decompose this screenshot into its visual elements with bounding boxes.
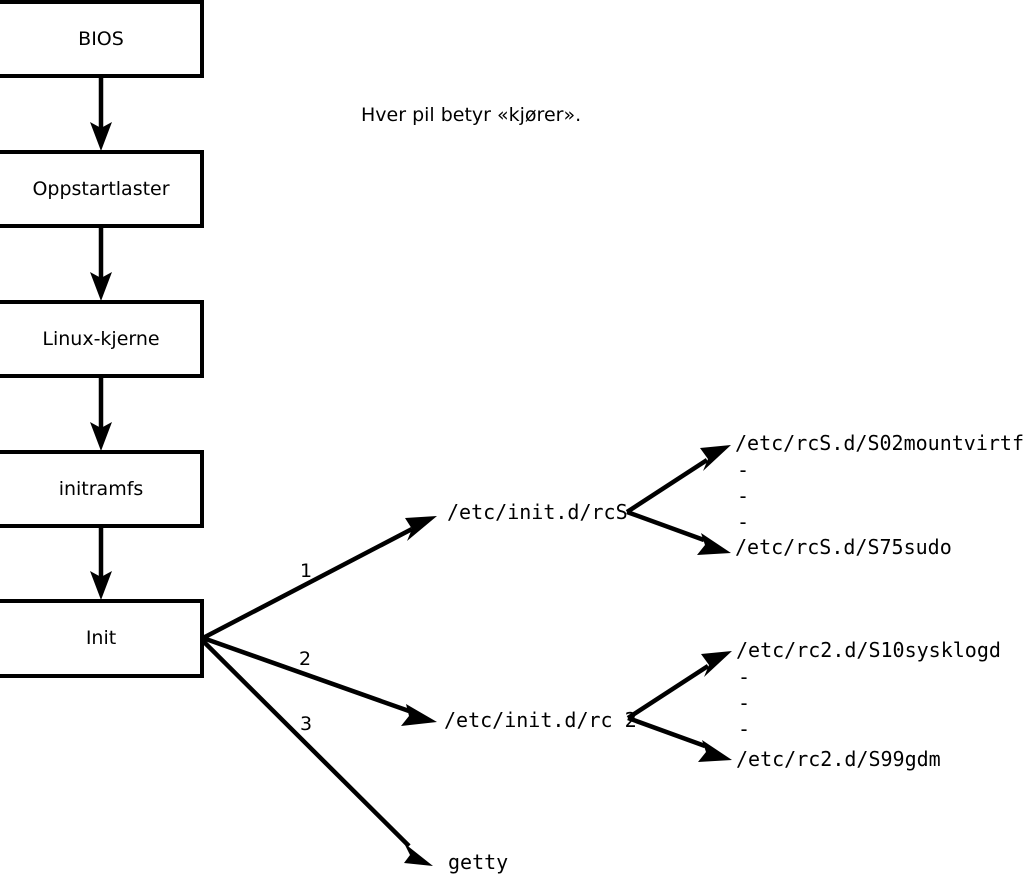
arrow-init-branch-2	[202, 635, 437, 726]
diagram-note: Hver pil betyr «kjører».	[361, 104, 581, 126]
node-kernel-rect	[0, 300, 204, 378]
node-init-label: Init	[86, 627, 116, 649]
rcs-script-ellipsis-2: -	[737, 484, 749, 508]
rc2-script-first: /etc/rc2.d/S10sysklogd	[736, 638, 1001, 662]
node-rc2-label[interactable]: /etc/init.d/rc 2	[444, 708, 637, 732]
node-bios-label: BIOS	[78, 28, 124, 50]
node-init[interactable]: Init	[0, 599, 204, 678]
rc2-script-ellipsis-2: -	[738, 691, 750, 715]
arrow-bios-to-bootloader	[90, 76, 112, 151]
node-bootloader-rect	[0, 150, 204, 228]
rcs-script-ellipsis-3: -	[737, 510, 749, 534]
node-bios[interactable]: BIOS	[0, 0, 204, 78]
arrow-initramfs-to-init	[90, 526, 112, 600]
node-bios-rect	[0, 0, 204, 78]
arrow-kernel-to-initramfs	[90, 376, 112, 451]
arrow-init-branch-3	[201, 639, 433, 866]
arrow-rc2-to-last-script	[627, 715, 732, 762]
rcs-script-last: /etc/rcS.d/S75sudo	[735, 535, 952, 559]
rcs-script-ellipsis-1: -	[737, 458, 749, 482]
node-init-rect	[0, 599, 204, 678]
rc2-script-ellipsis-1: -	[738, 665, 750, 689]
arrow-init-branch-1	[201, 516, 437, 640]
rc2-script-ellipsis-3: -	[738, 717, 750, 741]
node-initramfs[interactable]: initramfs	[0, 450, 204, 528]
node-getty-label[interactable]: getty	[448, 850, 508, 874]
branch-number-2: 2	[299, 648, 311, 670]
node-initramfs-label: initramfs	[59, 478, 144, 500]
rc2-script-last: /etc/rc2.d/S99gdm	[736, 747, 941, 771]
branch-number-1: 1	[300, 560, 312, 582]
node-kernel[interactable]: Linux-kjerne	[0, 300, 204, 378]
rcs-script-first: /etc/rcS.d/S02mountvirtfs	[735, 431, 1024, 455]
arrow-rcs-to-first-script	[625, 445, 731, 514]
node-bootloader[interactable]: Oppstartlaster	[0, 150, 204, 228]
node-kernel-label: Linux-kjerne	[42, 328, 159, 350]
arrow-bootloader-to-kernel	[90, 226, 112, 301]
arrow-rcs-to-last-script	[626, 509, 731, 555]
arrow-rc2-to-first-script	[626, 651, 732, 720]
branch-number-3: 3	[300, 713, 312, 735]
node-rcs-label[interactable]: /etc/init.d/rcS	[447, 500, 628, 524]
node-initramfs-rect	[0, 450, 204, 528]
node-bootloader-label: Oppstartlaster	[32, 178, 169, 200]
